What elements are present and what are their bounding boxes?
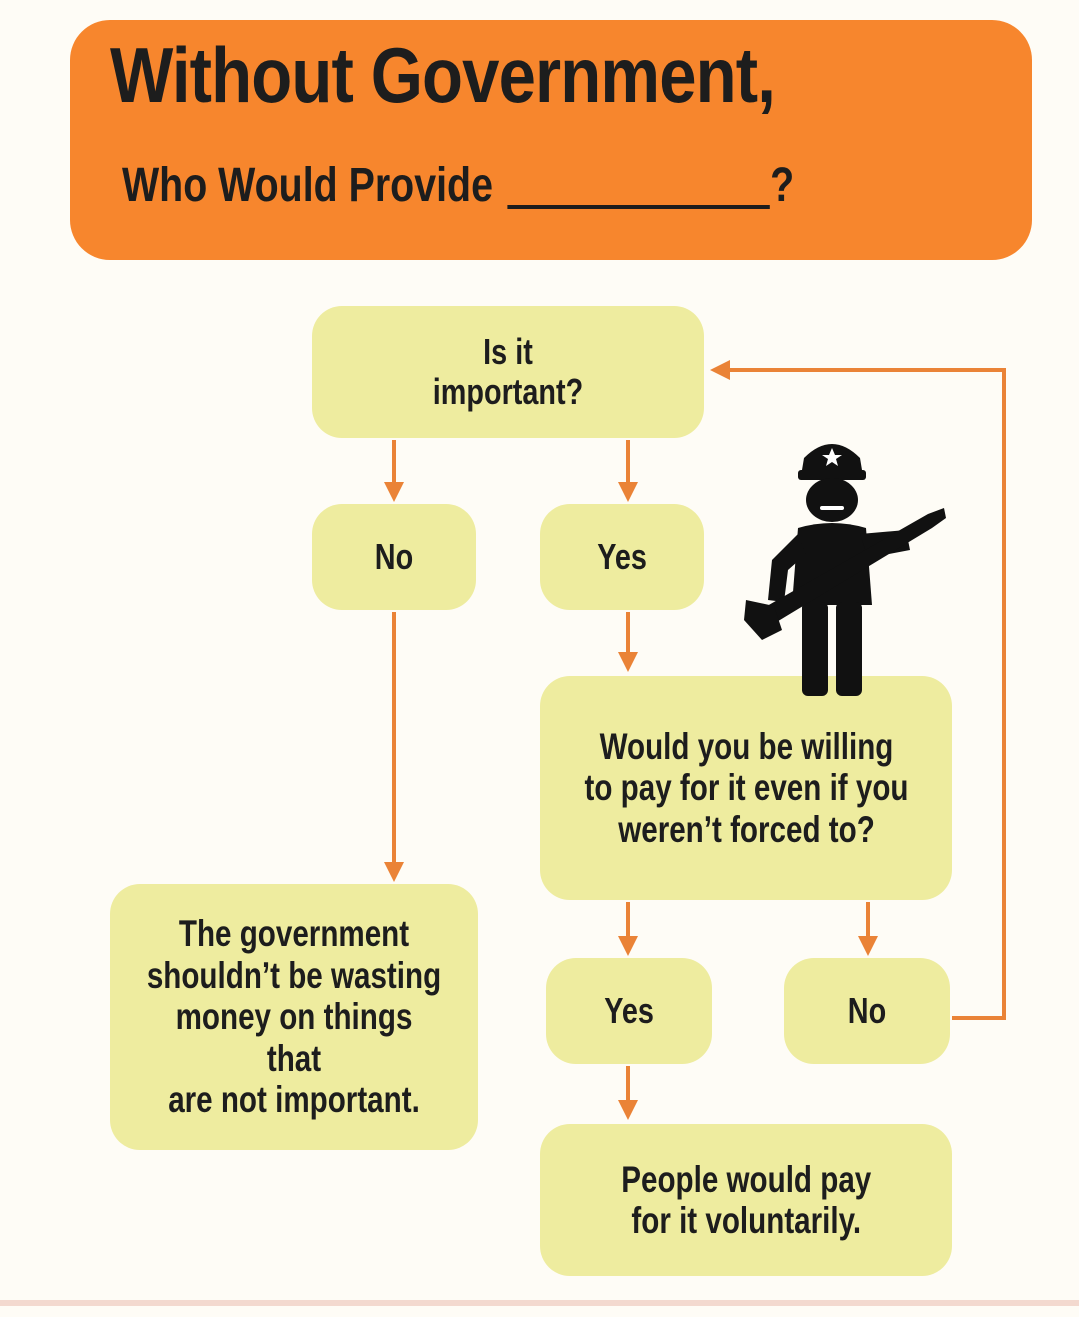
node-is-it-important: Is it important? bbox=[312, 306, 704, 438]
arrowhead-7 bbox=[618, 1100, 638, 1120]
arrowhead-6 bbox=[858, 936, 878, 956]
police-officer-with-rifle-icon bbox=[744, 444, 946, 696]
fill-in-blank bbox=[507, 205, 771, 209]
node-yes-willing: Yes bbox=[546, 958, 712, 1064]
subtitle-text: Who Would Provide bbox=[122, 159, 493, 212]
bottom-divider bbox=[0, 1300, 1079, 1306]
page-title: Without Government, bbox=[110, 31, 776, 119]
subtitle-question-mark: ? bbox=[770, 159, 795, 212]
node-willing-to-pay: Would you be willing to pay for it even … bbox=[540, 676, 952, 900]
node-pay-voluntarily: People would pay for it voluntarily. bbox=[540, 1124, 952, 1276]
arrowhead-5 bbox=[618, 936, 638, 956]
node-no-unimportant: No bbox=[312, 504, 476, 610]
node-yes-important: Yes bbox=[540, 504, 704, 610]
node-government-waste: The government shouldn’t be wasting mone… bbox=[110, 884, 478, 1150]
arrow-no-loop-back bbox=[728, 368, 1006, 1020]
arrowhead-1 bbox=[384, 482, 404, 502]
header-banner bbox=[70, 20, 1032, 260]
arrowhead-3 bbox=[384, 862, 404, 882]
subtitle: Who Would Provide? bbox=[122, 158, 794, 213]
arrowhead-8 bbox=[710, 360, 730, 380]
node-no-not-willing: No bbox=[784, 958, 950, 1064]
arrowhead-2 bbox=[618, 482, 638, 502]
arrowhead-4 bbox=[618, 652, 638, 672]
